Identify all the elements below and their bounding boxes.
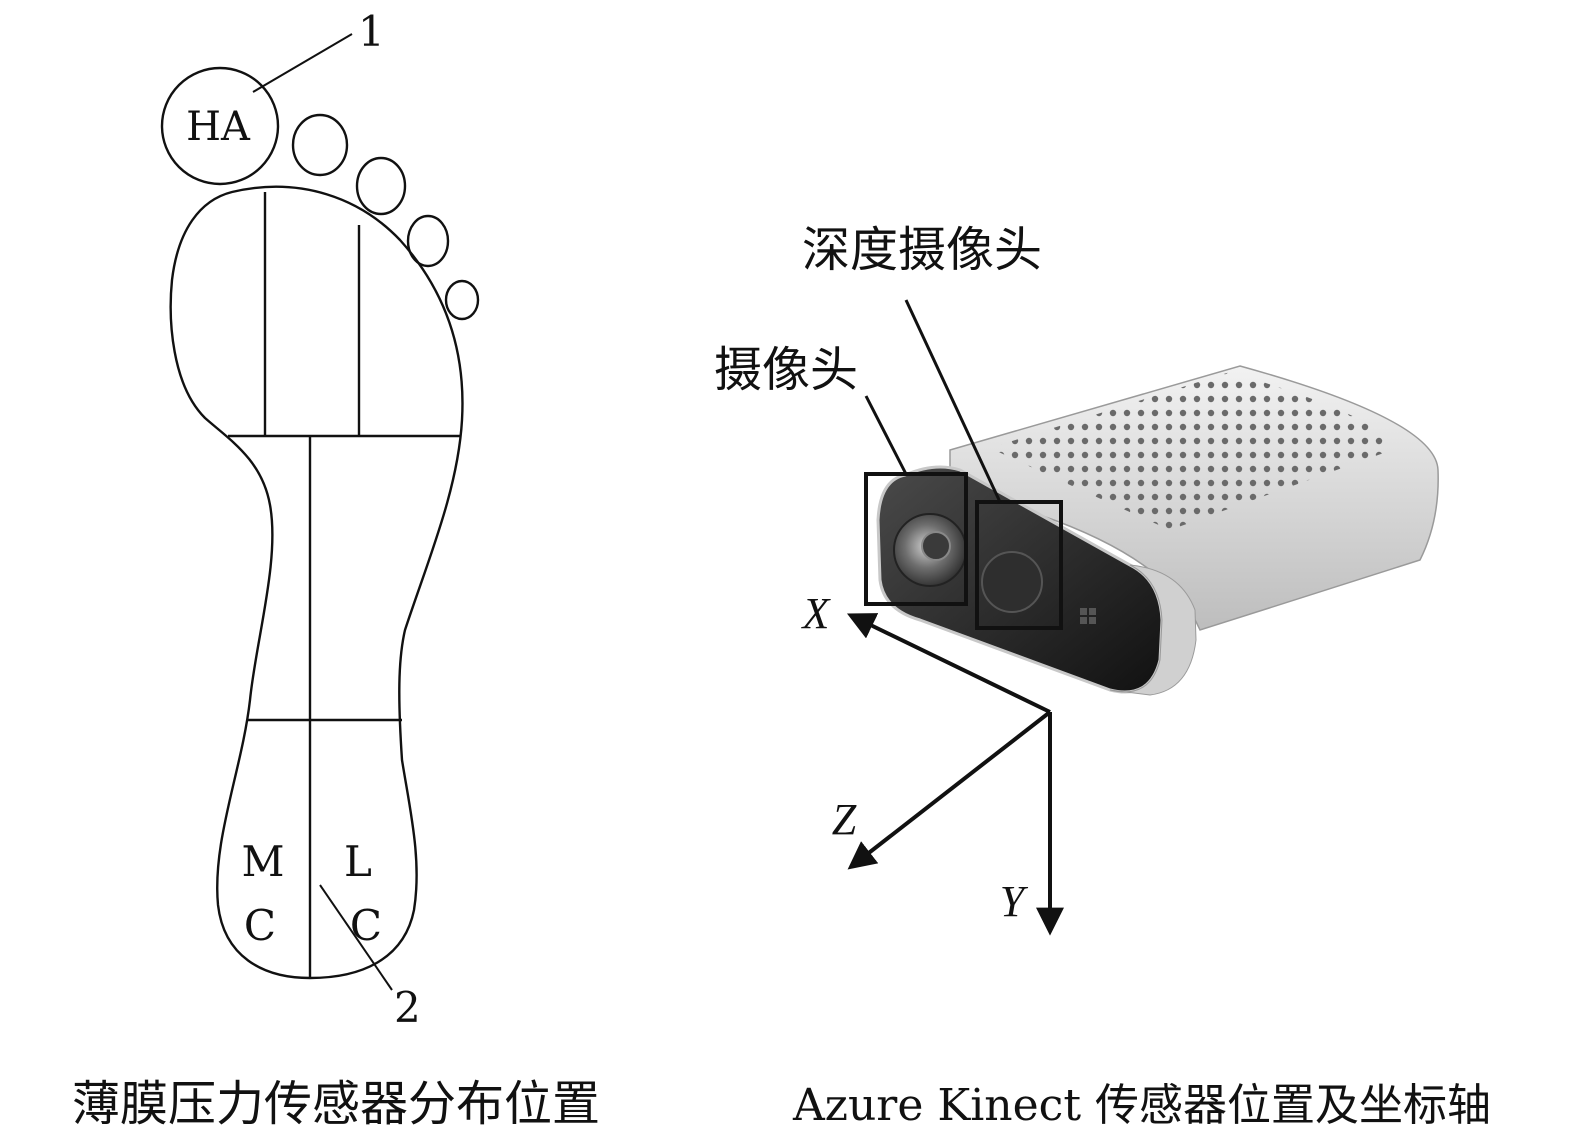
rgb-camera-label: 摄像头 [714,342,858,398]
right-caption: Azure Kinect 传感器位置及坐标轴 [792,1080,1491,1131]
toe-3 [355,156,407,216]
depth-camera-box [975,500,1063,630]
device-grill [990,372,1392,530]
axis-y-label: Y [1000,877,1029,926]
windows-logo-icon [1080,608,1096,624]
device-side-edge [1109,564,1197,696]
axis-x-label: X [801,589,832,638]
big-toe-label: HA [186,104,251,150]
callout-2-leader [319,884,393,991]
big-toe-circle [160,66,280,186]
toe-4 [406,214,450,268]
depth-camera-lens [981,551,1043,613]
lateral-region-letter-l: L [344,837,372,886]
depth-camera-label: 深度摄像头 [802,222,1042,278]
foot-outline [169,185,464,980]
rgb-camera-box [864,472,968,606]
callout-2-label: 2 [394,983,421,1032]
rgb-camera-leader [864,395,908,475]
coordinate-axes [846,613,1064,936]
medial-region-letter-c: C [244,901,276,950]
foot-diagram [160,33,480,991]
callout-1-leader [252,33,353,93]
toe-2 [291,113,349,177]
callout-1-label: 1 [358,7,385,56]
rgb-camera-lens-inner [921,531,951,561]
toe-5 [444,279,480,321]
depth-camera-leader [904,299,1002,503]
axis-x-line [846,613,1051,714]
lateral-region-letter-c: C [350,901,382,950]
left-caption: 薄膜压力传感器分布位置 [72,1076,600,1132]
axis-z-line [847,710,1052,870]
axis-z-label: Z [832,795,857,844]
medial-region-letter-m: M [241,837,284,886]
azure-kinect-device [864,365,1439,696]
